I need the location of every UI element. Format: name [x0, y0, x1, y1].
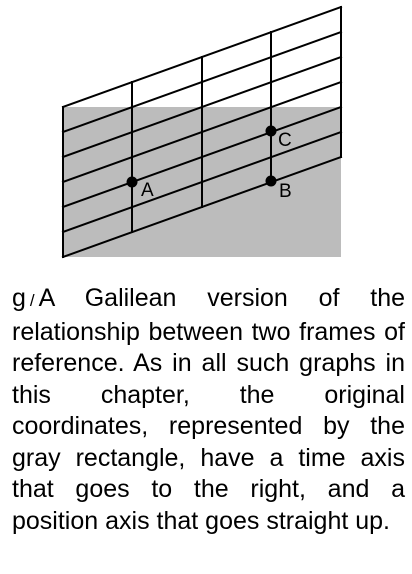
- sheared-grid: [61, 5, 343, 259]
- caption-text: A Galilean version of the relationship b…: [12, 284, 405, 535]
- point-a-marker: [126, 176, 138, 188]
- point-c-marker: [265, 125, 277, 137]
- figure-label-separator: /: [29, 291, 35, 310]
- figure-caption: g/A Galilean version of the relationship…: [12, 283, 405, 537]
- point-b-marker: [265, 175, 277, 187]
- point-c-label: C: [278, 130, 292, 151]
- galilean-frames-diagram: A B C: [61, 5, 343, 259]
- figure-label: g: [12, 284, 26, 312]
- point-b-label: B: [279, 181, 292, 202]
- point-a-label: A: [141, 180, 154, 201]
